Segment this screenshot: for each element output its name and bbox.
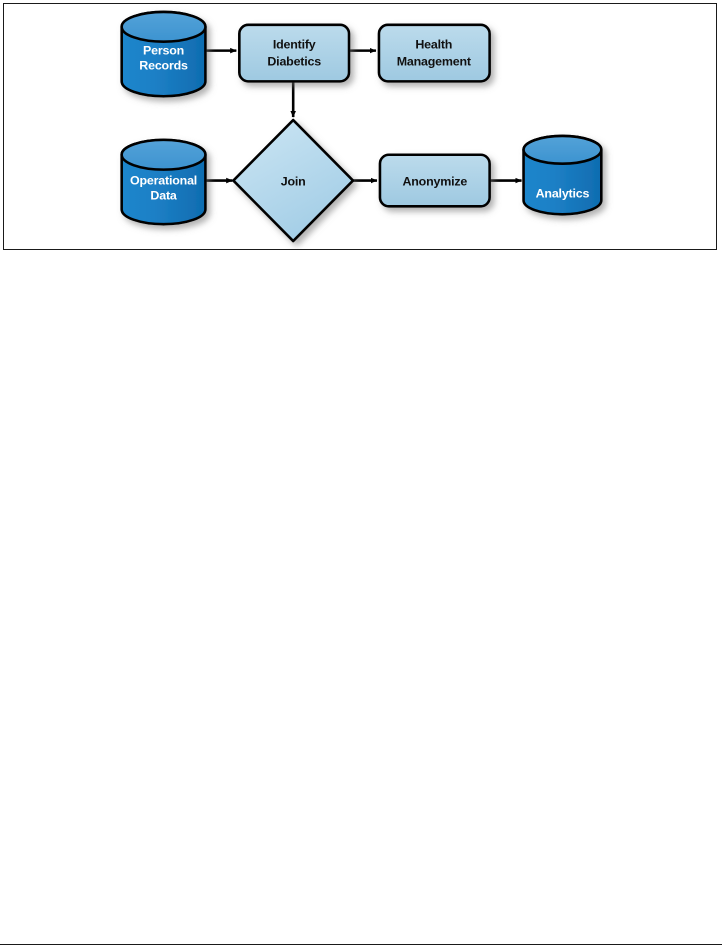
node-identify-diabetics[interactable]: Identify Diabetics (238, 23, 351, 83)
footer-rule (0, 944, 722, 945)
node-join[interactable]: Join (232, 118, 355, 243)
cylinder-top (522, 134, 603, 165)
identify-diabetics-label-line1: Identify (273, 38, 316, 52)
operational-data-label-line1: Operational (130, 174, 197, 188)
node-analytics-label: Analytics (536, 186, 590, 200)
node-operational-data[interactable] (120, 138, 207, 226)
node-operational-data-label: Operational Data (130, 174, 197, 203)
data-flow-diagram: Person Records Identify Diabetics Health… (120, 10, 603, 243)
process-box (377, 23, 491, 83)
anonymize-label: Anonymize (402, 175, 467, 189)
person-records-label-line1: Person (143, 44, 184, 58)
node-analytics[interactable] (522, 134, 603, 216)
identify-diabetics-label-line2: Diabetics (267, 55, 321, 69)
person-records-label-line2: Records (139, 58, 188, 72)
health-management-label-line1: Health (415, 38, 452, 52)
cylinder-top (120, 10, 207, 43)
node-person-records-label: Person Records (139, 44, 188, 73)
cylinder-top (120, 138, 207, 171)
process-box (378, 153, 491, 208)
process-box (238, 23, 351, 83)
node-health-management[interactable]: Health Management (377, 23, 491, 83)
join-label: Join (281, 175, 306, 189)
operational-data-label-line2: Data (150, 188, 176, 202)
health-management-label-line2: Management (397, 55, 471, 69)
figure-frame: Person Records Identify Diabetics Health… (3, 3, 717, 250)
decision-diamond (232, 118, 355, 243)
edge-layer (203, 47, 522, 184)
analytics-label: Analytics (536, 186, 590, 200)
node-person-records[interactable] (120, 10, 207, 98)
node-anonymize[interactable]: Anonymize (378, 153, 491, 208)
